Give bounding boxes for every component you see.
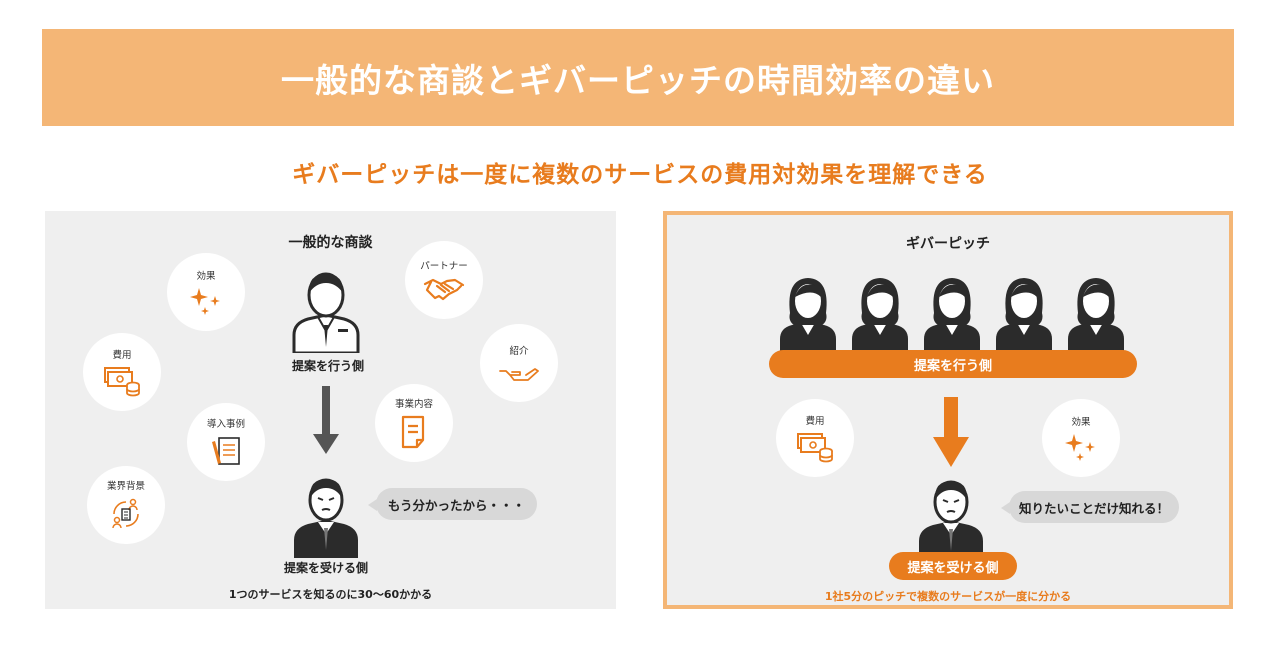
circle-effect-right-label: 効果 xyxy=(1071,417,1091,428)
speech-bubble-text: もう分かったから・・・ xyxy=(387,497,526,513)
circle-effect-label: 効果 xyxy=(196,271,216,282)
circle-partner-label: パートナー xyxy=(420,261,468,272)
circle-intro-label: 紹介 xyxy=(509,346,529,357)
businessman-icon xyxy=(919,480,983,557)
handshake-icon xyxy=(423,278,465,301)
receiver-pill: 提案を受ける側 xyxy=(889,552,1017,580)
money-coins-icon xyxy=(104,367,140,397)
circle-industry: 業界背景 xyxy=(87,466,165,544)
proposer-label: 提案を行う側 xyxy=(291,359,364,373)
woman-icon xyxy=(780,278,836,353)
circle-intro: 紹介 xyxy=(480,324,558,402)
speech-bubble-general: もう分かったから・・・ xyxy=(368,488,537,520)
panel-general-meeting: 一般的な商談 効果 パートナー 費用 紹介 xyxy=(45,211,616,609)
circle-cost-right-label: 費用 xyxy=(805,416,825,427)
page-title: 一般的な商談とギバーピッチの時間効率の違い xyxy=(281,60,995,100)
document-icon xyxy=(401,415,425,449)
circle-cost-label: 費用 xyxy=(112,350,132,361)
circle-partner: パートナー xyxy=(405,241,483,319)
circle-business: 事業内容 xyxy=(375,384,453,462)
panel-title-general: 一般的な商談 xyxy=(288,235,373,251)
circle-effect: 効果 xyxy=(167,253,245,331)
down-arrow-icon xyxy=(313,386,339,454)
circle-case-study: 導入事例 xyxy=(187,403,265,481)
caption-general: 1つのサービスを知るのに30～60かかる xyxy=(228,588,433,601)
subtitle: ギバーピッチは一度に複数のサービスの費用対効果を理解できる xyxy=(292,162,988,188)
receiver-label: 提案を受ける側 xyxy=(283,561,368,575)
presenters-group xyxy=(780,278,1124,353)
bubble-tail xyxy=(368,499,377,511)
money-coins-icon xyxy=(797,433,833,463)
circle-effect-right: 効果 xyxy=(1042,399,1120,477)
circle-cost-right: 費用 xyxy=(776,399,854,477)
sparkle-icon xyxy=(190,288,220,315)
businessman-icon xyxy=(292,272,360,353)
bubble-tail xyxy=(1001,502,1010,514)
caption-giver: 1社5分のピッチで複数のサービスが一度に分かる xyxy=(824,590,1072,603)
circle-business-label: 事業内容 xyxy=(394,399,433,410)
circle-case-label: 導入事例 xyxy=(206,419,245,430)
businessman-icon xyxy=(294,478,358,558)
document-check-icon xyxy=(212,437,240,465)
sparkle-icon xyxy=(1065,434,1095,461)
circle-cost: 費用 xyxy=(83,333,161,411)
circle-industry-label: 業界背景 xyxy=(106,481,145,492)
down-arrow-icon xyxy=(933,397,969,467)
proposer-bar: 提案を行う側 xyxy=(769,350,1137,378)
header-banner: 一般的な商談とギバーピッチの時間効率の違い xyxy=(42,29,1234,126)
speech-bubble-giver-text: 知りたいことだけ知れる！ xyxy=(1018,500,1169,516)
proposer-bar-label: 提案を行う側 xyxy=(913,358,992,374)
panel-giver-pitch: ギバーピッチ 提案を行う側 費用 効果 xyxy=(663,211,1233,609)
speech-bubble-giver: 知りたいことだけ知れる！ xyxy=(1001,491,1179,523)
receiver-pill-label: 提案を受ける側 xyxy=(907,560,999,576)
panel-title-giver: ギバーピッチ xyxy=(906,236,990,252)
people-cycle-icon xyxy=(112,498,139,529)
open-hand-icon xyxy=(499,368,539,381)
